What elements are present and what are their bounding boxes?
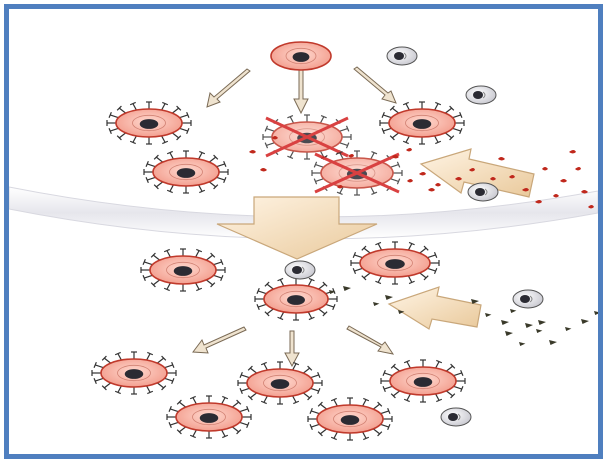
antigen-particle-icon xyxy=(594,311,598,315)
division-arrow-icon xyxy=(192,325,395,368)
debris-particle-icon xyxy=(498,157,505,161)
debris-particle-icon xyxy=(272,136,278,140)
debris-particle-icon xyxy=(337,185,343,189)
debris-particle-icon xyxy=(588,205,594,209)
antigen-particle-icon xyxy=(505,331,513,336)
dead-cell-cross-icon xyxy=(314,152,400,194)
debris-particle-icon xyxy=(260,168,267,172)
antigen-particle-icon xyxy=(581,319,589,324)
antigen-particle-icon xyxy=(538,320,546,325)
debris-particle-icon xyxy=(509,175,515,179)
tumor-cell-with-receptors-icon xyxy=(307,397,393,441)
debris-particle-icon xyxy=(469,168,475,172)
antigen-particle-icon xyxy=(565,327,572,331)
antigen-particle-icon xyxy=(343,286,351,291)
debris-particle-icon xyxy=(419,172,426,176)
antigen-particle-icon xyxy=(501,320,509,325)
antigen-particle-icon xyxy=(525,323,533,328)
debris-particle-icon xyxy=(581,190,588,194)
antigen-particle-icon xyxy=(385,295,393,300)
debris-particle-icon xyxy=(428,188,435,192)
diagram-frame xyxy=(4,4,603,459)
antigen-particle-icon xyxy=(510,309,517,313)
tumor-cell-with-receptors-icon xyxy=(143,150,229,194)
antigen-particle-icon xyxy=(329,290,336,294)
debris-particle-icon xyxy=(575,167,581,171)
tumor-cell-with-receptors-icon xyxy=(106,101,192,145)
debris-particle-icon xyxy=(535,200,542,204)
division-arrow-icon xyxy=(206,66,397,115)
antigen-particle-icon xyxy=(519,342,526,346)
antigen-particle-icon xyxy=(471,299,479,304)
debris-particle-icon xyxy=(455,177,462,181)
debris-particle-icon xyxy=(553,194,559,198)
transition-arrow-icon xyxy=(216,196,378,260)
debris-particle-icon xyxy=(249,150,256,154)
debris-layer xyxy=(249,136,598,346)
tumor-cell-with-receptors-icon xyxy=(379,101,465,145)
tumor-cell-with-receptors-icon xyxy=(380,359,466,403)
tumor-cell-with-receptors-icon xyxy=(262,114,352,160)
bacterium-icon xyxy=(284,260,316,280)
bacteria-layer xyxy=(284,46,544,427)
debris-particle-icon xyxy=(569,150,576,154)
debris-particle-icon xyxy=(348,154,354,158)
membrane-band xyxy=(9,186,598,240)
antigen-particle-icon xyxy=(549,340,557,345)
bacterium-icon xyxy=(512,289,544,309)
cells-layer xyxy=(91,41,466,441)
bacterium-icon xyxy=(386,46,418,66)
tumor-cell-with-receptors-icon xyxy=(254,277,338,321)
antigen-particle-icon xyxy=(485,313,492,317)
debris-particle-icon xyxy=(522,188,529,192)
debris-particle-icon xyxy=(406,148,412,152)
antigen-particle-icon xyxy=(373,302,380,306)
bacterium-icon xyxy=(465,85,497,105)
antigen-particle-icon xyxy=(536,329,543,333)
bacterium-icon xyxy=(440,407,472,427)
attack-arrow-icon xyxy=(387,286,482,330)
diagram-canvas xyxy=(9,41,598,441)
tumor-cell-with-receptors-icon xyxy=(311,150,403,196)
tumor-cell-with-receptors-icon xyxy=(140,248,226,292)
debris-particle-icon xyxy=(560,179,567,183)
tumor-cell-with-receptors-icon xyxy=(91,351,177,395)
tumor-cell-with-receptors-icon xyxy=(350,241,440,285)
debris-particle-icon xyxy=(542,167,548,171)
tumor-cell-with-receptors-icon xyxy=(166,395,252,439)
debris-particle-icon xyxy=(392,155,399,159)
tumor-cell-icon xyxy=(270,41,332,71)
dead-cell-cross-icon xyxy=(265,116,349,158)
antigen-particle-icon xyxy=(398,310,405,314)
attack-arrow-icon xyxy=(419,148,535,198)
debris-particle-icon xyxy=(407,179,413,183)
debris-particle-icon xyxy=(435,183,441,187)
bacterium-icon xyxy=(467,182,499,202)
tumor-cell-with-receptors-icon xyxy=(237,361,323,405)
debris-particle-icon xyxy=(490,177,496,181)
